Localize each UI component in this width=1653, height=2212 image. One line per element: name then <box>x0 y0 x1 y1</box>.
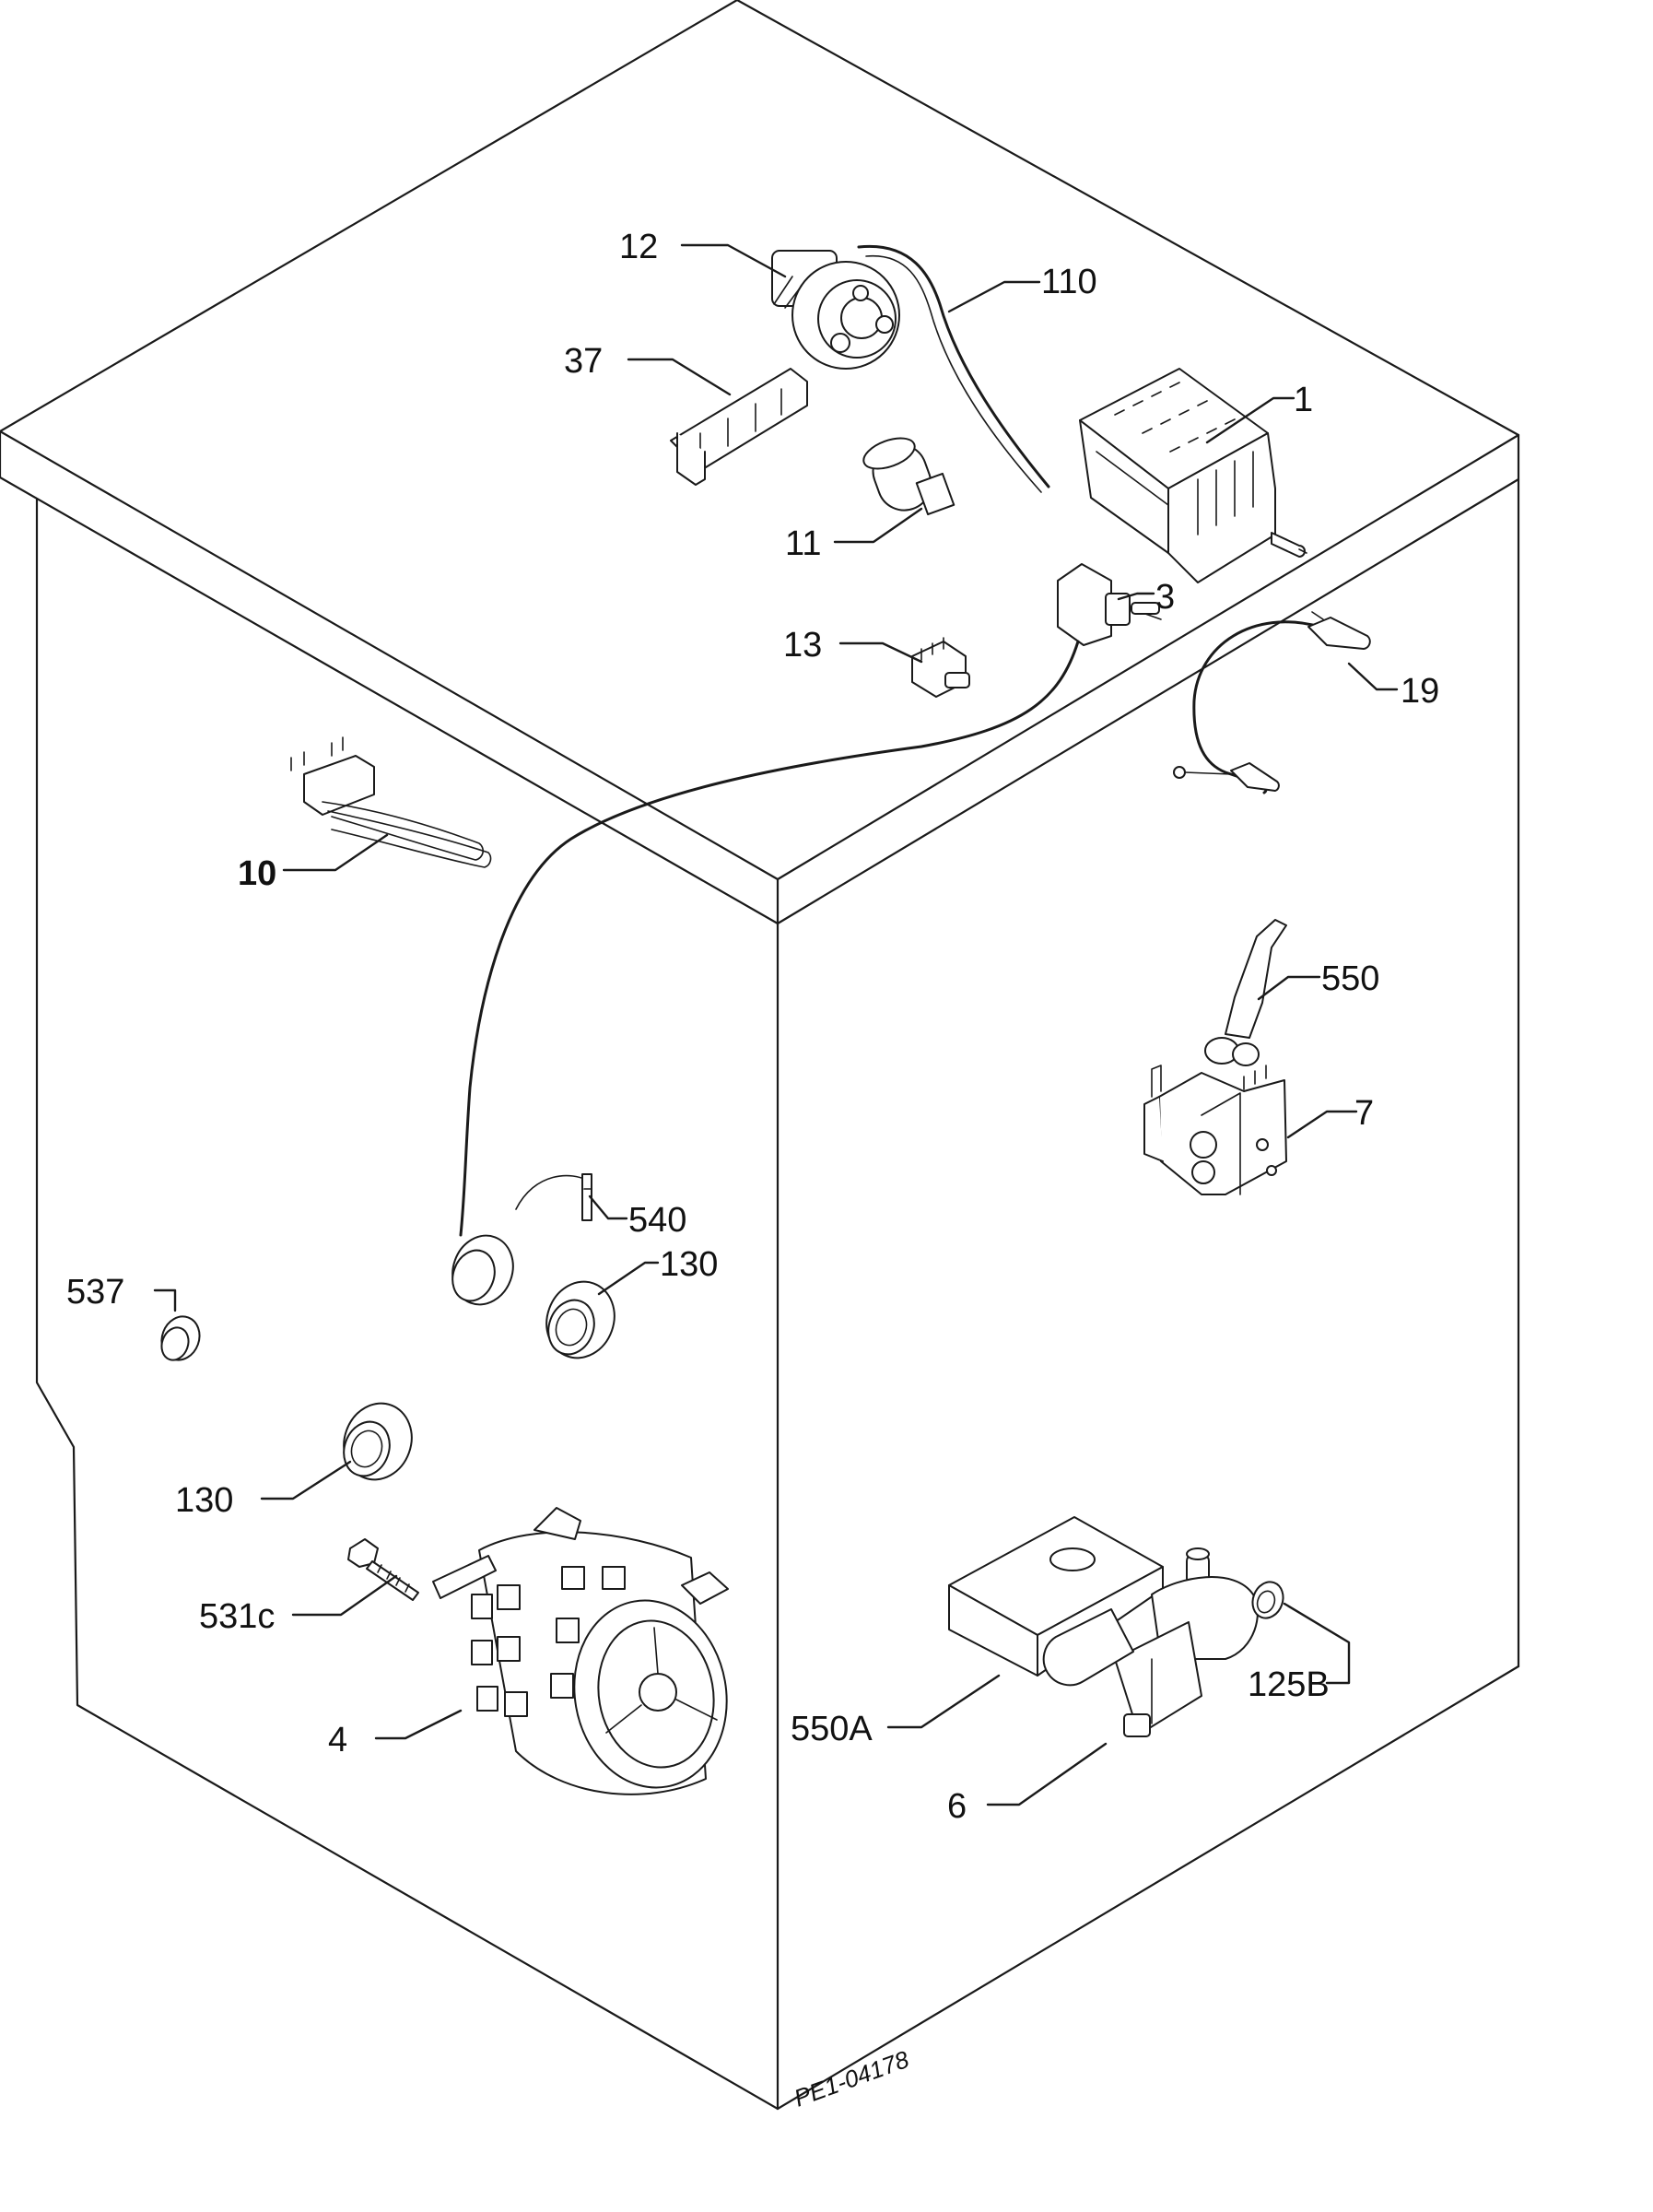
label-part-13: 13 <box>783 626 822 665</box>
label-part-540: 540 <box>628 1201 686 1240</box>
label-part-1: 1 <box>1294 381 1313 419</box>
label-part-3: 3 <box>1155 578 1175 617</box>
label-part-531c: 531c <box>199 1597 275 1636</box>
label-part-537: 537 <box>66 1273 124 1312</box>
grommet-part-right <box>545 1280 615 1359</box>
label-part-19: 19 <box>1401 672 1439 711</box>
cabinet-outline <box>0 0 1520 2111</box>
label-part-130-lower: 130 <box>175 1481 233 1520</box>
label-part-550a: 550A <box>791 1710 873 1748</box>
wire-clip-part <box>515 1173 592 1221</box>
connector-part <box>911 637 970 698</box>
label-part-11: 11 <box>785 524 821 563</box>
label-part-6: 6 <box>947 1787 967 1826</box>
label-part-37: 37 <box>564 342 603 381</box>
drain-pump-part <box>1042 1547 1259 1737</box>
terminal-block-part <box>670 368 808 486</box>
temperature-sensor-part <box>1173 611 1371 794</box>
door-interlock-part <box>1143 1065 1287 1195</box>
label-part-10: 10 <box>238 854 276 893</box>
label-part-110: 110 <box>1041 263 1097 301</box>
door-lever-part <box>1204 919 1287 1066</box>
label-part-12: 12 <box>619 228 658 266</box>
hose-part <box>857 244 1050 488</box>
label-part-7: 7 <box>1354 1094 1374 1133</box>
capacitor-part <box>862 437 955 516</box>
label-part-4: 4 <box>328 1721 347 1759</box>
pressure-switch-part <box>771 250 900 370</box>
document-id: PE1-04178 <box>791 2045 913 2112</box>
leader-lines <box>153 243 1399 1806</box>
label-part-125b: 125B <box>1248 1665 1330 1704</box>
small-grommet-part <box>160 1315 201 1361</box>
heating-element-part <box>290 736 492 868</box>
part-number-labels: 12 110 37 1 11 3 13 19 10 550 7 540 130 … <box>66 228 1439 1826</box>
motor-part <box>432 1507 729 1795</box>
switch-wire-part <box>459 640 1080 1237</box>
seal-ring-part <box>1251 1581 1284 1619</box>
label-part-550: 550 <box>1321 959 1379 998</box>
programmer-timer-part <box>1079 368 1307 583</box>
grommet-part-lower <box>343 1402 413 1481</box>
grommet-part-upper <box>451 1234 514 1306</box>
label-part-130-upper: 130 <box>660 1245 718 1284</box>
screw-part <box>347 1538 419 1601</box>
selector-switch-part <box>1057 563 1162 646</box>
hose-part-edge <box>865 254 1042 493</box>
